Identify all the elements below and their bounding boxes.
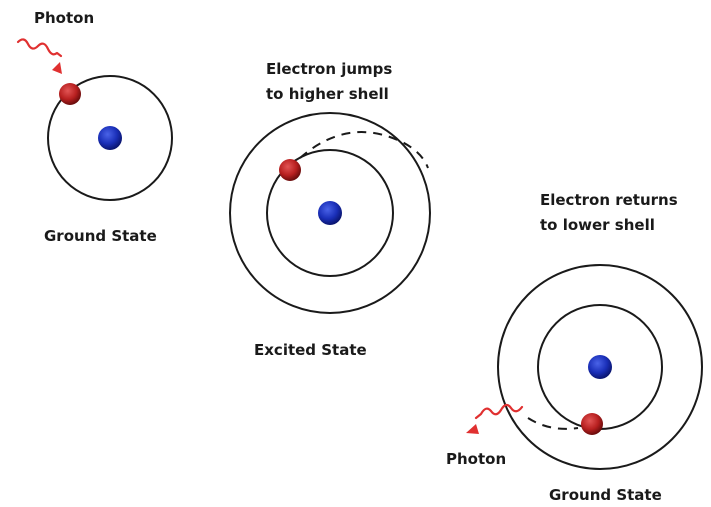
electron-returns-label-line1: Electron returns [540, 191, 678, 209]
outer-orbit [229, 112, 431, 314]
excited-state-label: Excited State [254, 341, 367, 359]
ground-state-label: Ground State [549, 486, 662, 504]
panel-ground-state-absorb: Photon Ground State [16, 9, 173, 245]
nucleus-icon [98, 126, 122, 150]
incoming-photon-wave-icon [16, 38, 63, 58]
photon-label: Photon [34, 9, 94, 27]
electron-jumps-label-line1: Electron jumps [266, 60, 392, 78]
electron-icon [59, 83, 81, 105]
nucleus-icon [318, 201, 342, 225]
panel-excited-state: Electron jumps to higher shell Excited S… [229, 60, 431, 359]
electron-icon [581, 413, 603, 435]
inner-orbit [266, 149, 394, 277]
emitted-photon-wave-icon [474, 403, 524, 420]
emitted-photon-arrowhead-icon [466, 424, 479, 434]
incoming-photon-arrowhead-icon [52, 62, 62, 74]
panel-ground-state-emit: Electron returns to lower shell Photon G… [446, 191, 703, 504]
outer-orbit [497, 264, 703, 470]
electron-icon [279, 159, 301, 181]
ground-state-label: Ground State [44, 227, 157, 245]
return-path-dashed [527, 417, 579, 430]
photon-label: Photon [446, 450, 506, 468]
electron-returns-label-line2: to lower shell [540, 216, 655, 234]
inner-orbit [47, 75, 173, 201]
electron-jumps-label-line2: to higher shell [266, 85, 389, 103]
nucleus-icon [588, 355, 612, 379]
jump-path-dashed [299, 131, 429, 169]
